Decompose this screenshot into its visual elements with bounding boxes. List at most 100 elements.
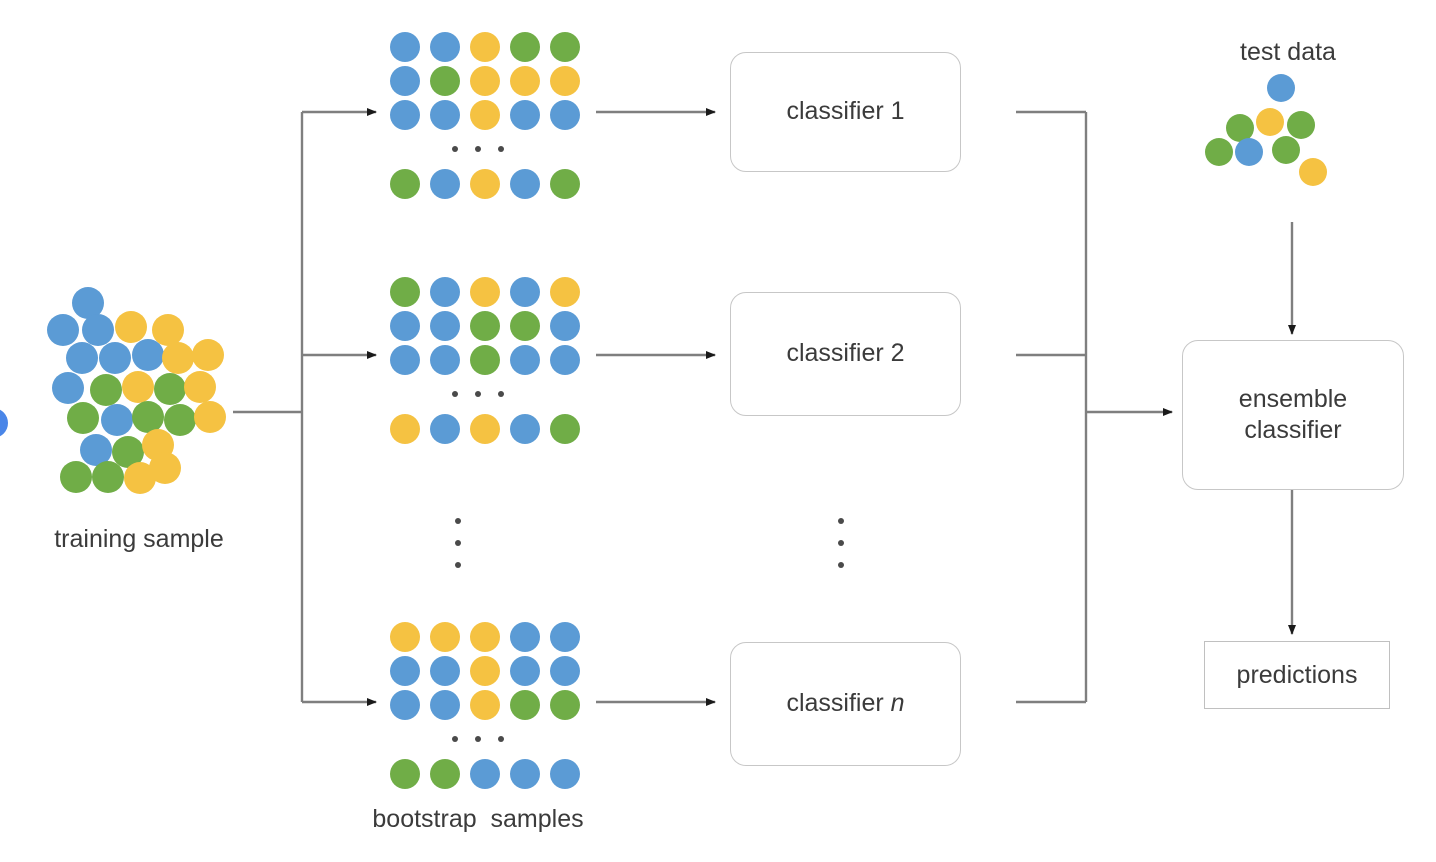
training-sample-cluster — [0, 0, 260, 520]
sample-dot-blue — [510, 277, 540, 307]
sample-dot-blue — [510, 169, 540, 199]
sample-dot-yellow — [430, 622, 460, 652]
sample-dot-blue — [390, 690, 420, 720]
sample-dot-green — [550, 414, 580, 444]
sample-dot-blue — [550, 345, 580, 375]
sample-dot-blue — [72, 287, 104, 319]
sample-dot-green — [510, 311, 540, 341]
bootstrap-samples-label: bootstrap samples — [372, 805, 584, 833]
sample-dot-blue — [390, 32, 420, 62]
sample-dot-blue — [390, 345, 420, 375]
sample-dot-yellow — [390, 622, 420, 652]
sample-dot-green — [154, 373, 186, 405]
classifier-n-prefix: classifier — [786, 689, 891, 718]
sample-dot-green — [1205, 138, 1233, 166]
sample-dot-yellow — [1299, 158, 1327, 186]
classifier-n-box[interactable]: classifier n — [730, 642, 961, 766]
sample-dot-green — [430, 759, 460, 789]
sample-dot-blue — [390, 66, 420, 96]
classifier-n-label: classifier n — [786, 688, 904, 719]
sample-dot-yellow — [470, 414, 500, 444]
ensemble-line-2: classifier — [1244, 416, 1342, 444]
bootstrap-sample-n — [390, 622, 590, 794]
sample-dot-green — [550, 169, 580, 199]
sample-dot-yellow — [470, 169, 500, 199]
row-ellipsis — [452, 736, 504, 742]
sample-dot-yellow — [550, 277, 580, 307]
bootstrap-sample-2 — [390, 277, 590, 449]
sample-dot-blue — [430, 32, 460, 62]
sample-dot-blue — [390, 100, 420, 130]
sample-dot-blue — [430, 690, 460, 720]
sample-dot-green — [510, 690, 540, 720]
edge-artifact-dot — [0, 408, 8, 438]
sample-dot-yellow — [115, 311, 147, 343]
sample-dot-yellow — [510, 66, 540, 96]
sample-dot-green — [550, 32, 580, 62]
sample-dot-blue — [550, 759, 580, 789]
sample-dot-green — [510, 32, 540, 62]
sample-dot-blue — [430, 277, 460, 307]
sample-dot-blue — [550, 100, 580, 130]
sample-dot-blue — [430, 311, 460, 341]
sample-dot-blue — [510, 414, 540, 444]
sample-dot-blue — [550, 656, 580, 686]
sample-dot-yellow — [149, 452, 181, 484]
sample-dot-blue — [510, 622, 540, 652]
sample-dot-green — [1272, 136, 1300, 164]
predictions-box[interactable]: predictions — [1204, 641, 1390, 709]
ensemble-line-1: ensemble — [1238, 384, 1348, 413]
sample-dot-green — [90, 374, 122, 406]
sample-dot-blue — [52, 372, 84, 404]
test-data-cluster — [0, 0, 1436, 220]
sample-dot-green — [430, 66, 460, 96]
sample-dot-blue — [510, 656, 540, 686]
sample-dot-yellow — [162, 342, 194, 374]
sample-dot-blue — [550, 311, 580, 341]
sample-dot-green — [470, 345, 500, 375]
classifier-2-label: classifier 2 — [786, 339, 905, 368]
sample-dot-green — [1287, 111, 1315, 139]
sample-dot-yellow — [390, 414, 420, 444]
bootstrap-vertical-ellipsis — [455, 518, 461, 568]
sample-dot-green — [67, 402, 99, 434]
sample-dot-yellow — [470, 622, 500, 652]
sample-dot-green — [92, 461, 124, 493]
classifier-2-box[interactable]: classifier 2 — [730, 292, 961, 416]
predictions-label: predictions — [1236, 660, 1358, 689]
classifier-1-label: classifier 1 — [786, 97, 905, 126]
sample-dot-blue — [47, 314, 79, 346]
sample-dot-yellow — [470, 656, 500, 686]
sample-dot-blue — [430, 414, 460, 444]
sample-dot-green — [164, 404, 196, 436]
row-ellipsis — [452, 391, 504, 397]
ensemble-classifier-box[interactable]: ensemble classifier — [1182, 340, 1404, 490]
sample-dot-yellow — [470, 277, 500, 307]
sample-dot-green — [550, 690, 580, 720]
bootstrap-sample-1 — [390, 32, 590, 204]
sample-dot-blue — [510, 100, 540, 130]
sample-dot-green — [470, 311, 500, 341]
sample-dot-blue — [132, 339, 164, 371]
sample-dot-blue — [82, 314, 114, 346]
sample-dot-blue — [1235, 138, 1263, 166]
sample-dot-yellow — [1256, 108, 1284, 136]
sample-dot-blue — [390, 311, 420, 341]
sample-dot-green — [1226, 114, 1254, 142]
test-data-label: test data — [1240, 38, 1336, 66]
classifier-1-box[interactable]: classifier 1 — [730, 52, 961, 172]
sample-dot-blue — [430, 656, 460, 686]
sample-dot-yellow — [550, 66, 580, 96]
sample-dot-green — [60, 461, 92, 493]
sample-dot-green — [390, 169, 420, 199]
classifier-n-index: n — [890, 689, 905, 718]
sample-dot-yellow — [192, 339, 224, 371]
sample-dot-blue — [550, 622, 580, 652]
sample-dot-blue — [66, 342, 98, 374]
sample-dot-yellow — [152, 314, 184, 346]
sample-dot-blue — [430, 169, 460, 199]
sample-dot-green — [132, 401, 164, 433]
sample-dot-blue — [430, 100, 460, 130]
sample-dot-blue — [430, 345, 460, 375]
